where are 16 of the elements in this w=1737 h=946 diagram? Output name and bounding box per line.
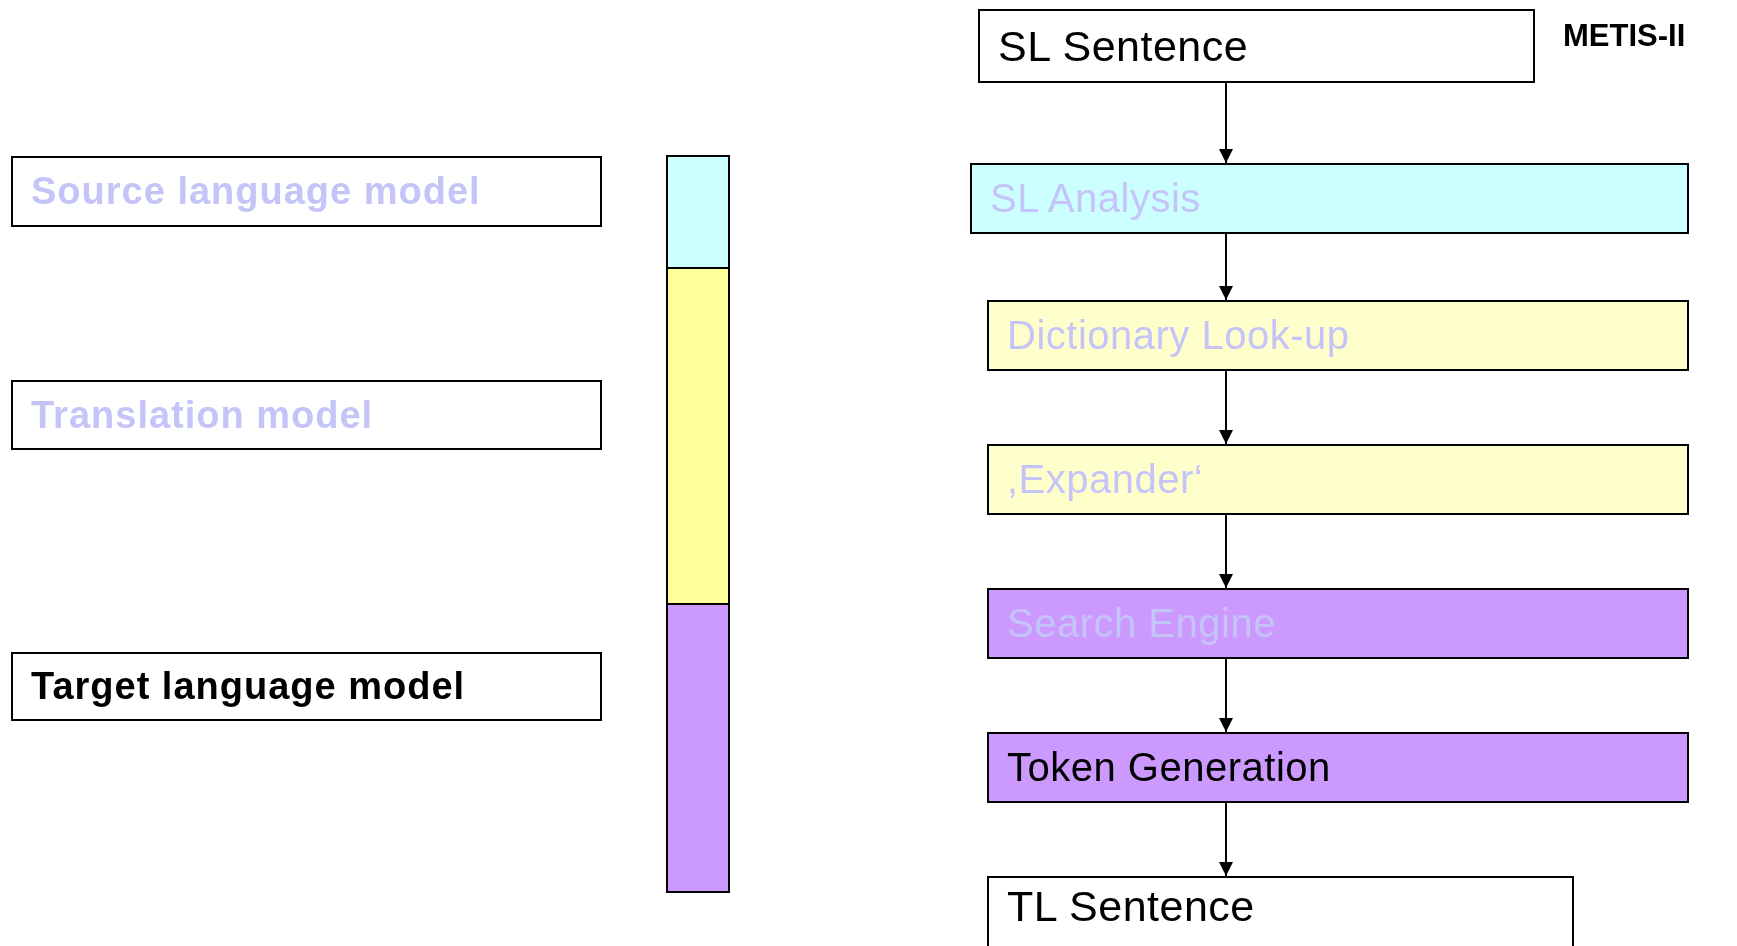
title-label: METIS-II [1563,18,1686,54]
process-box: SL Sentence [978,9,1535,83]
arrow [1219,370,1233,445]
arrow [1219,233,1233,301]
process-box: TL Sentence [987,876,1574,946]
arrow [1219,514,1233,589]
process-box: Target language model [11,652,602,721]
arrow [1219,82,1233,164]
process-box: ,Expander‘ [987,444,1689,515]
process-box: Translation model [11,380,602,450]
process-box: SL Analysis [970,163,1689,234]
arrow [1219,802,1233,877]
process-box: Token Generation [987,732,1689,803]
process-box: Dictionary Look-up [987,300,1689,371]
process-box: Source language model [11,156,602,227]
arrow [1219,658,1233,733]
